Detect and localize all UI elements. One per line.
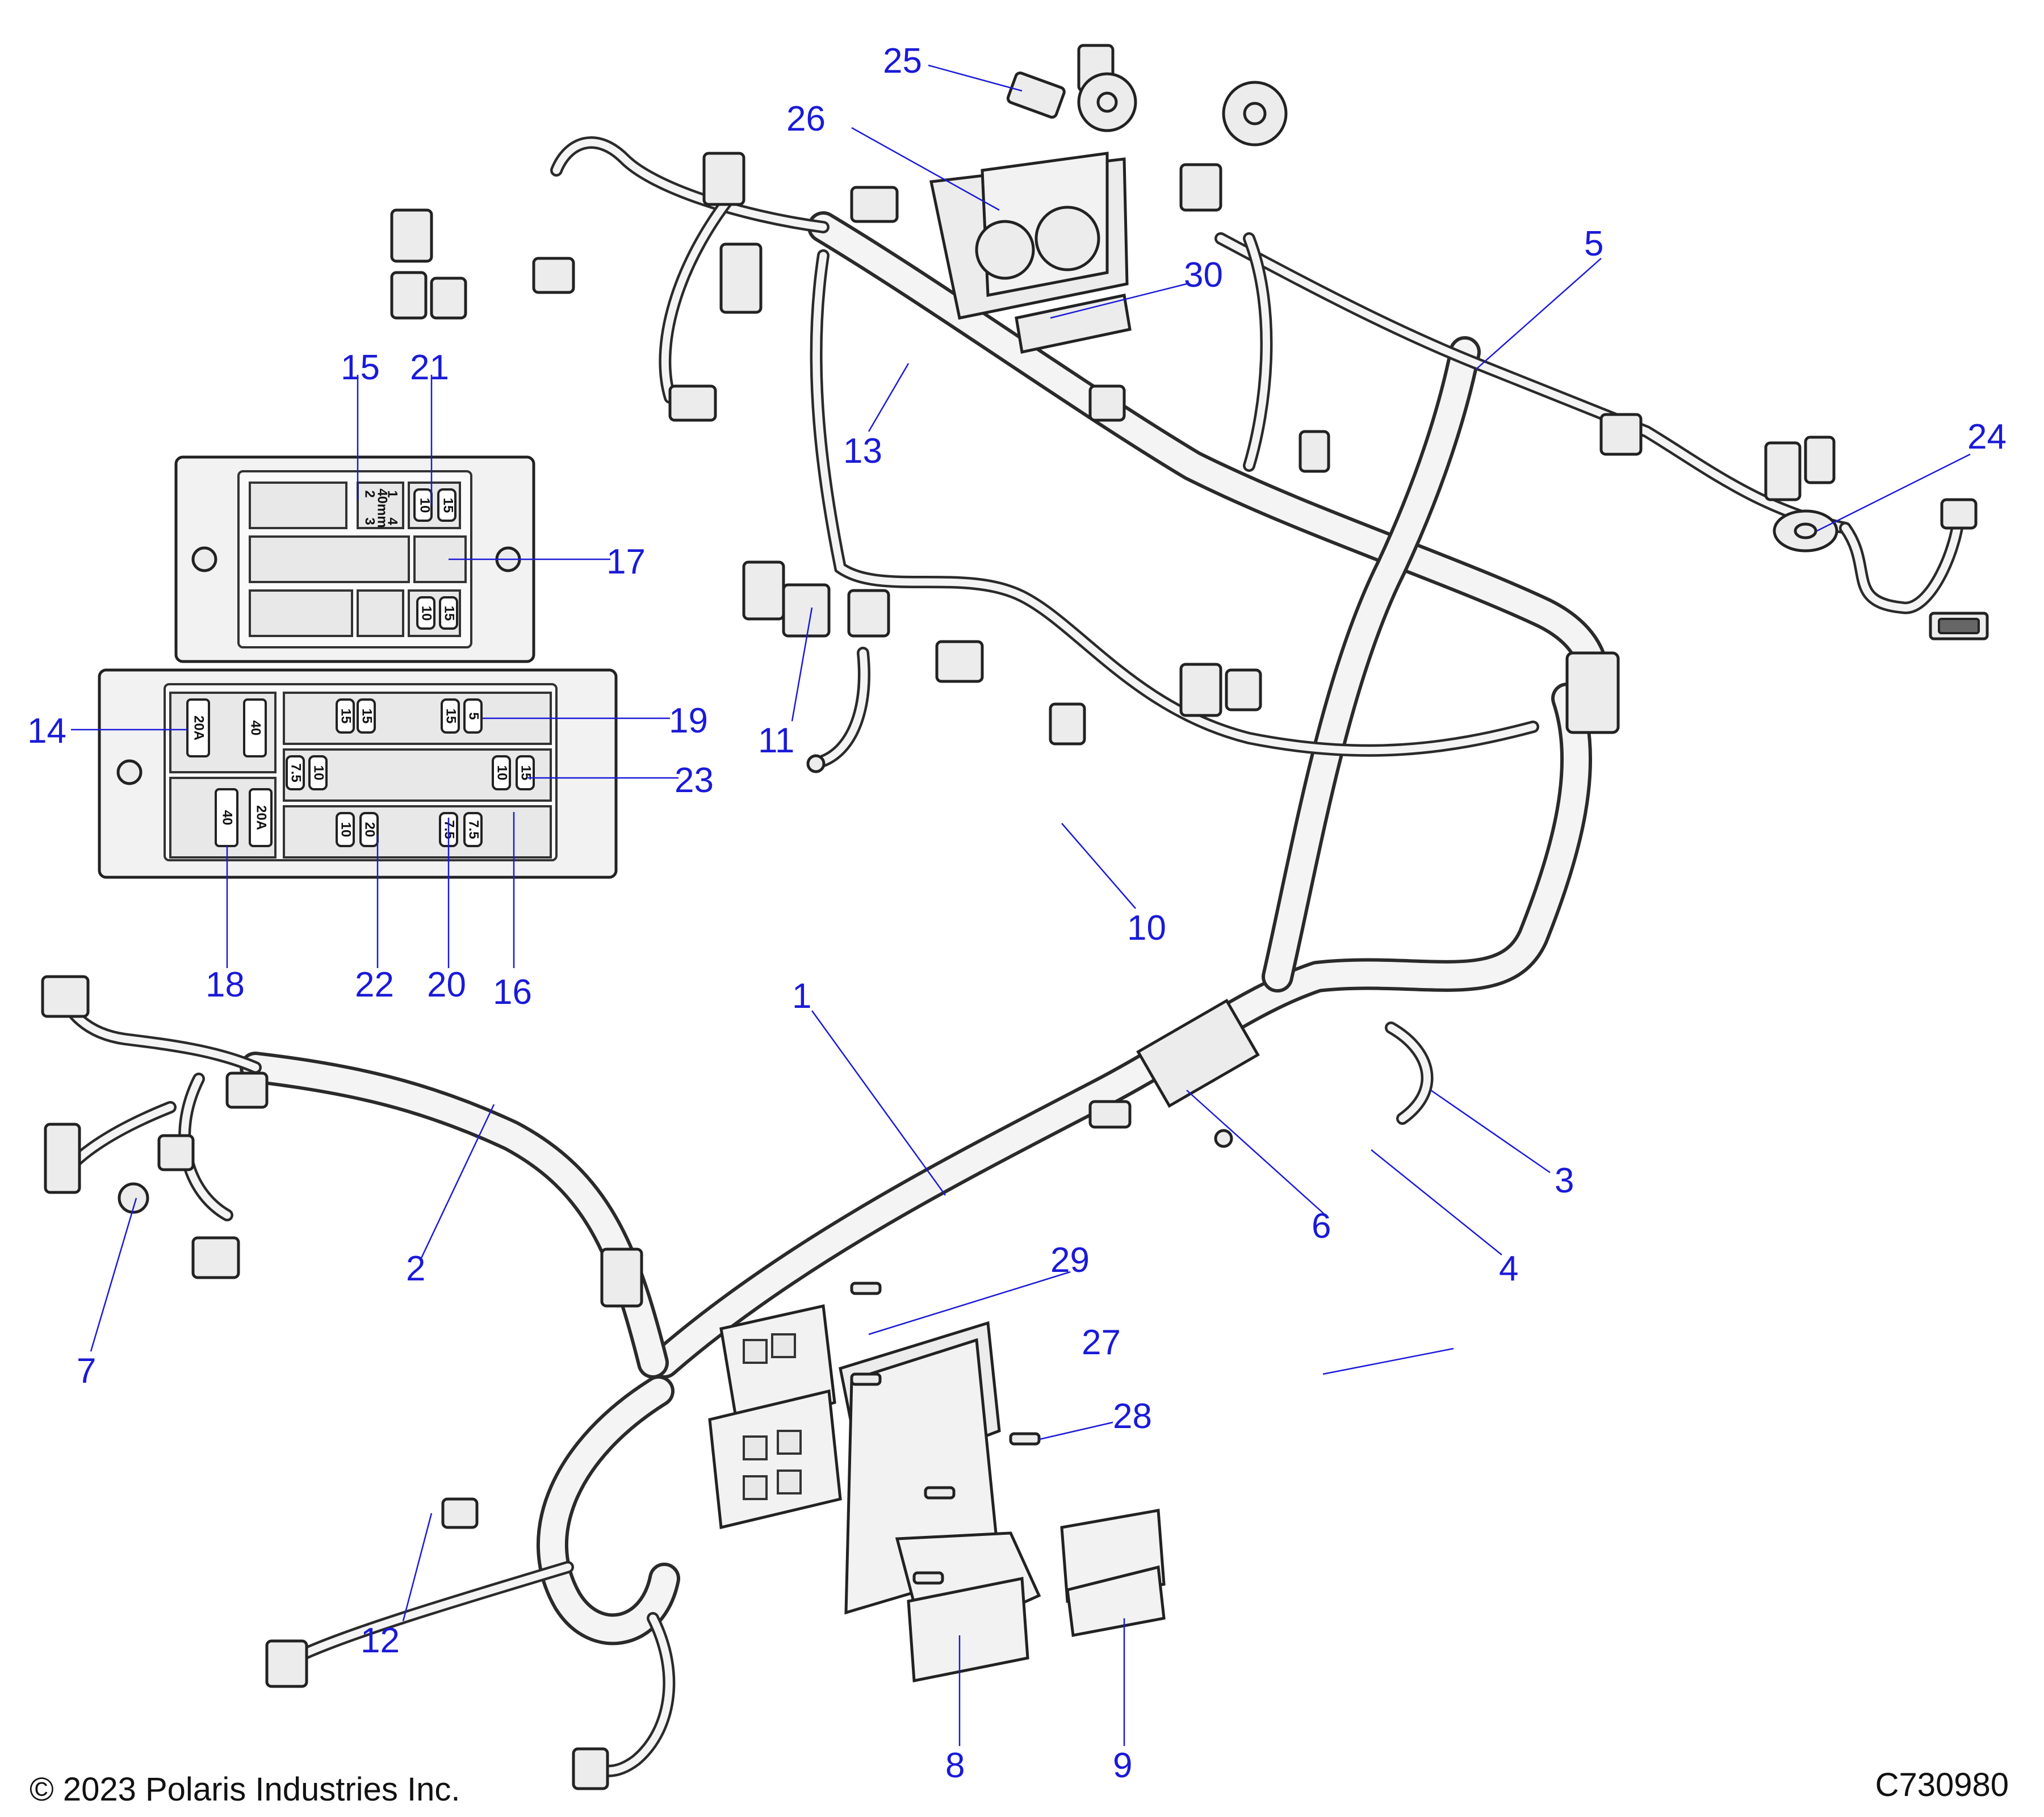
relay-label: 3: [362, 517, 378, 525]
fuse-label: 5: [466, 712, 481, 719]
drawing-number: C730980: [1875, 1766, 2009, 1803]
callout-23: 23: [675, 761, 714, 800]
callout-20: 20: [427, 965, 466, 1004]
relay-label: 2: [362, 490, 378, 497]
fuse-label: 20: [362, 822, 378, 838]
relay-label: 1: [385, 490, 400, 497]
callout-2: 2: [406, 1249, 425, 1288]
fuse-label: 20A: [254, 805, 269, 830]
callout-7: 7: [77, 1351, 96, 1391]
callout-18: 18: [206, 965, 245, 1004]
callout-19: 19: [669, 701, 708, 740]
callout-14: 14: [27, 711, 66, 751]
grommets: [1006, 71, 1989, 640]
fuse-label: 40: [220, 810, 235, 826]
callout-13: 13: [843, 432, 882, 471]
leader-lines: [71, 64, 1971, 1746]
main-harness: [240, 211, 1610, 1646]
callout-16: 16: [493, 973, 532, 1012]
callout-4: 4: [1499, 1249, 1518, 1288]
fuse-label: 10: [495, 765, 510, 781]
fuse-label: 10: [311, 765, 326, 781]
fuse-box-lower: 20A 40 40 20A 15 15 15 5 7.5 10 10 15 10…: [98, 668, 618, 879]
relay-label: 40mm: [375, 488, 390, 527]
branch-wires: [51, 136, 1965, 1777]
callout-30: 30: [1184, 256, 1223, 295]
callout-25: 25: [883, 41, 922, 81]
callout-3: 3: [1555, 1161, 1574, 1200]
fuse-label: 10: [417, 498, 433, 513]
fuse-label: 10: [419, 606, 434, 621]
callout-28: 28: [1113, 1397, 1152, 1436]
power-distribution-module: [708, 1282, 1166, 1683]
connectors: [41, 44, 1978, 1790]
fuse-label: 7.5: [466, 820, 481, 839]
fuse-label: 15: [338, 709, 354, 724]
fuse-label: 15: [442, 606, 457, 621]
callout-11: 11: [758, 721, 794, 760]
callout-15: 15: [341, 348, 380, 387]
callout-26: 26: [786, 99, 826, 139]
copyright-notice: © 2023 Polaris Industries Inc.: [30, 1771, 460, 1808]
fuse-box-upper: 10 15 10 15 2 1 40mm 3 4: [174, 455, 535, 663]
callout-9: 9: [1113, 1746, 1132, 1785]
callout-22: 22: [355, 965, 394, 1004]
fuse-label: 15: [441, 498, 456, 513]
callout-6: 6: [1312, 1207, 1331, 1246]
callout-10: 10: [1127, 909, 1166, 948]
fuse-label: 7.5: [288, 763, 304, 782]
callout-17: 17: [606, 542, 646, 581]
fuse-label: 10: [338, 822, 354, 838]
fuse-label: 40: [248, 721, 263, 736]
fuse-label: 20A: [191, 715, 207, 740]
callout-1: 1: [792, 977, 811, 1016]
relay-label: 4: [385, 517, 400, 525]
callout-27: 27: [1082, 1323, 1121, 1362]
callout-12: 12: [361, 1621, 400, 1660]
callout-21: 21: [410, 348, 449, 387]
callout-numbers: 1 2 3 4 5 6 7 8 9 10 11 12 13 14 15 16 1…: [27, 41, 2007, 1785]
fuse-label: 15: [443, 709, 459, 724]
callout-29: 29: [1050, 1241, 1090, 1280]
fuse-label: 15: [359, 709, 375, 724]
callout-24: 24: [1967, 417, 2007, 457]
callout-8: 8: [945, 1746, 965, 1785]
callout-5: 5: [1584, 224, 1603, 263]
